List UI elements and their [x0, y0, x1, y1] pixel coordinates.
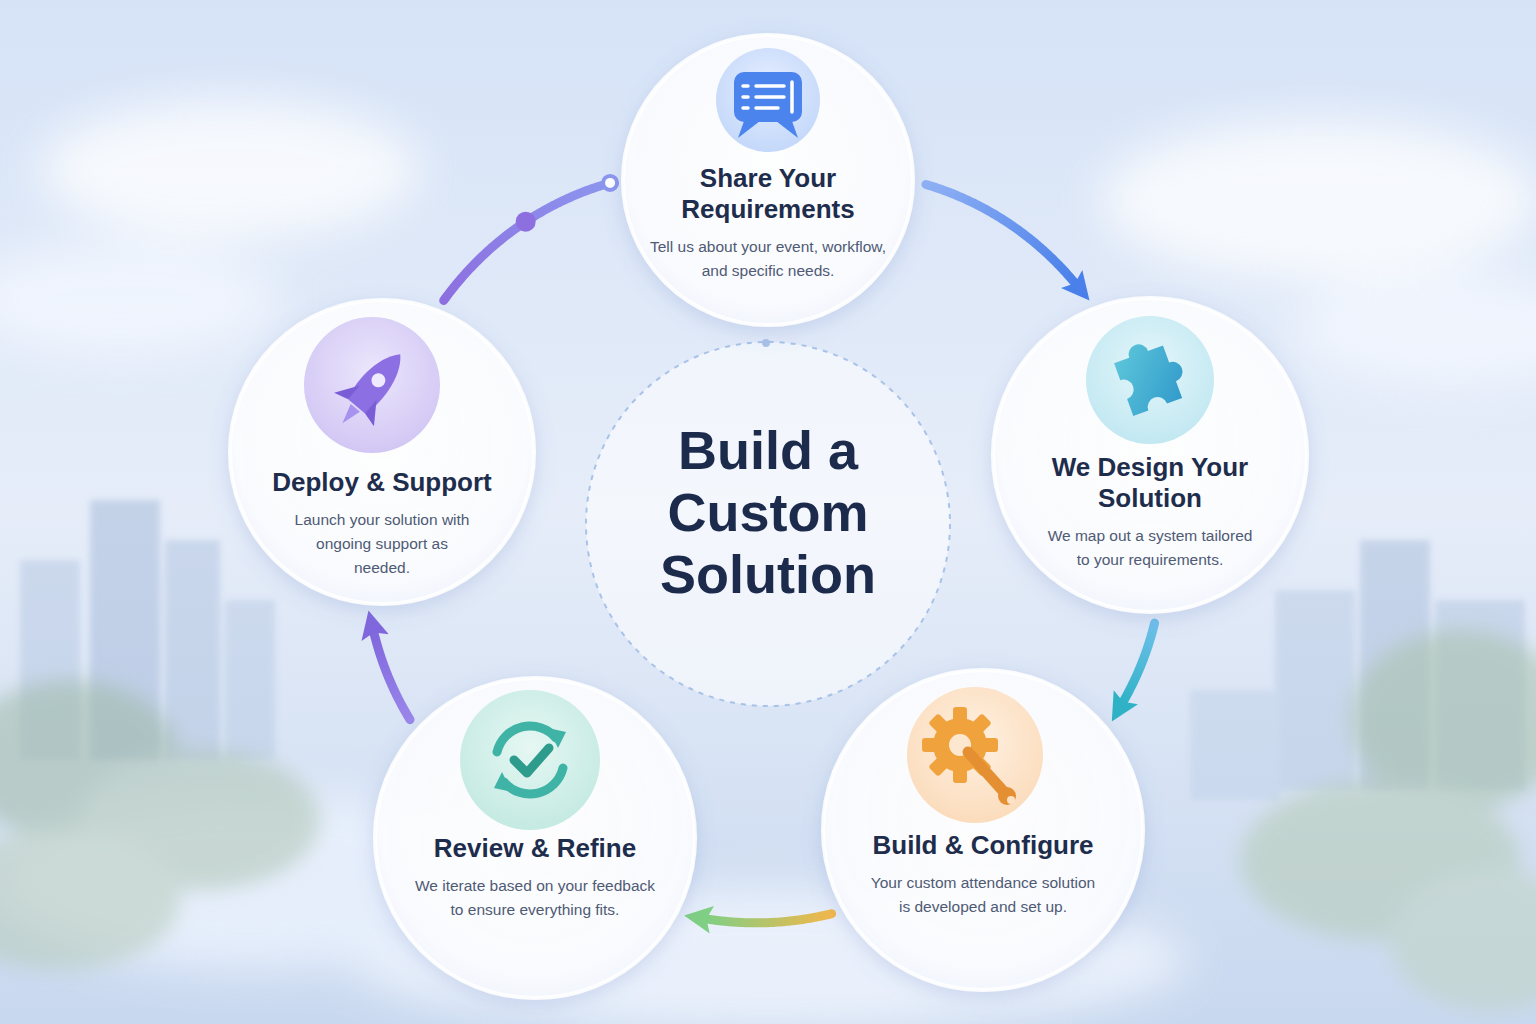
chat-icon	[734, 72, 802, 122]
step-heading: Review & Refine	[390, 833, 680, 864]
chat-icon	[738, 121, 760, 138]
flow-arrow	[926, 184, 1076, 284]
trees	[0, 830, 180, 970]
step-circle: Share Your RequirementsTell us about you…	[620, 32, 916, 328]
rocket-icon	[362, 400, 388, 426]
ring-dot	[762, 339, 770, 347]
circle-shape	[375, 678, 695, 998]
gear-icon	[953, 707, 967, 723]
gear-icon	[982, 738, 998, 752]
circle-shape	[623, 35, 913, 325]
refresh-check-icon	[514, 748, 549, 773]
chat-icon	[756, 106, 778, 110]
chat-icon	[716, 48, 820, 152]
center-ring	[586, 339, 950, 706]
clouds	[40, 100, 420, 240]
gear-icon	[949, 734, 971, 756]
chat-icon	[743, 82, 792, 112]
chat-icon	[776, 121, 798, 138]
text-group: We Design Your Solution We map out a syst…	[990, 452, 1310, 572]
puzzle-icon	[1086, 316, 1214, 444]
chat-icon	[756, 84, 784, 88]
rocket-icon	[304, 317, 440, 453]
chat-icon	[743, 84, 748, 88]
step-description: Your custom attendance solution is devel…	[866, 871, 1100, 919]
city-buildings	[165, 540, 220, 760]
puzzle-icon	[1111, 333, 1192, 416]
gear-icon	[922, 738, 938, 752]
trees	[1390, 870, 1536, 1010]
text-group: Share Your RequirementsTell us about you…	[620, 163, 916, 283]
gear-icon	[968, 752, 1004, 792]
gear-icon	[928, 756, 949, 777]
clouds	[1290, 270, 1536, 390]
chat-icon	[756, 95, 784, 99]
city-buildings	[1275, 590, 1355, 790]
clouds	[1100, 120, 1536, 280]
flow-arrow	[444, 183, 610, 301]
city-buildings	[1190, 690, 1280, 800]
refresh-check-icon	[497, 726, 556, 752]
rocket-icon	[334, 376, 360, 402]
chat-icon	[743, 95, 748, 99]
circle-shape	[230, 300, 534, 604]
gear-icon	[922, 707, 998, 783]
clouds	[0, 240, 280, 360]
gear-icon	[971, 756, 992, 777]
circle-shape	[993, 298, 1307, 612]
rocket-icon	[345, 345, 411, 416]
step-description: Tell us about your event, workflow, and …	[637, 235, 899, 283]
gear-icon	[907, 687, 1043, 823]
step-circle: Deploy & SupportLaunch your solution wit…	[227, 297, 537, 607]
step-heading: Deploy & Support	[252, 467, 512, 498]
puzzle-icon	[1086, 316, 1214, 444]
text-group: Review & Refine We iterate based on your …	[372, 833, 698, 922]
flow-arrow	[705, 914, 831, 923]
connector-dot	[603, 176, 617, 190]
gear-icon	[1007, 796, 1015, 804]
step-circle: We Design Your Solution We map out a syst…	[990, 295, 1310, 615]
refresh-check-icon	[494, 772, 512, 792]
connector-dot	[516, 212, 536, 232]
city-buildings	[225, 600, 275, 760]
step-description: We iterate based on your feedback to ens…	[411, 874, 659, 922]
step-heading: We Design Your Solution	[1050, 452, 1250, 514]
rocket-icon	[323, 338, 421, 440]
diagram-title: Build a Custom Solution	[638, 419, 898, 605]
refresh-check-icon	[548, 728, 566, 748]
refresh-check-icon	[504, 768, 563, 794]
step-description: We map out a system tailored to your req…	[1044, 524, 1256, 572]
text-group: Deploy & SupportLaunch your solution wit…	[227, 467, 537, 580]
gear-icon	[971, 713, 992, 734]
step-heading: Build & Configure	[838, 830, 1128, 861]
gear-icon	[998, 787, 1016, 805]
flow-arrow	[1123, 623, 1155, 703]
step-heading: Share Your Requirements	[663, 163, 873, 225]
gear-icon	[928, 713, 949, 734]
chat-icon	[790, 82, 794, 112]
flow-arrow	[374, 631, 410, 719]
refresh-check-icon	[497, 726, 563, 794]
chat-icon	[716, 48, 820, 152]
step-description: Launch your solution with ongoing suppor…	[290, 508, 475, 580]
gear-icon	[953, 767, 967, 783]
text-group: Build & ConfigureYour custom attendance …	[820, 830, 1146, 919]
gear-icon	[933, 718, 987, 772]
dashed-circle	[586, 342, 950, 706]
clouds	[0, 100, 1536, 1024]
rocket-icon	[338, 404, 360, 427]
chat-icon	[743, 106, 748, 110]
gear-icon	[907, 687, 1043, 823]
rocket-icon	[369, 370, 389, 390]
rocket-icon	[304, 317, 440, 453]
step-circle: Review & Refine We iterate based on your …	[372, 675, 698, 1001]
refresh-check-icon	[460, 690, 600, 830]
refresh-check-icon	[460, 690, 600, 830]
circle-shape	[823, 670, 1143, 990]
step-circle: Build & ConfigureYour custom attendance …	[820, 667, 1146, 993]
